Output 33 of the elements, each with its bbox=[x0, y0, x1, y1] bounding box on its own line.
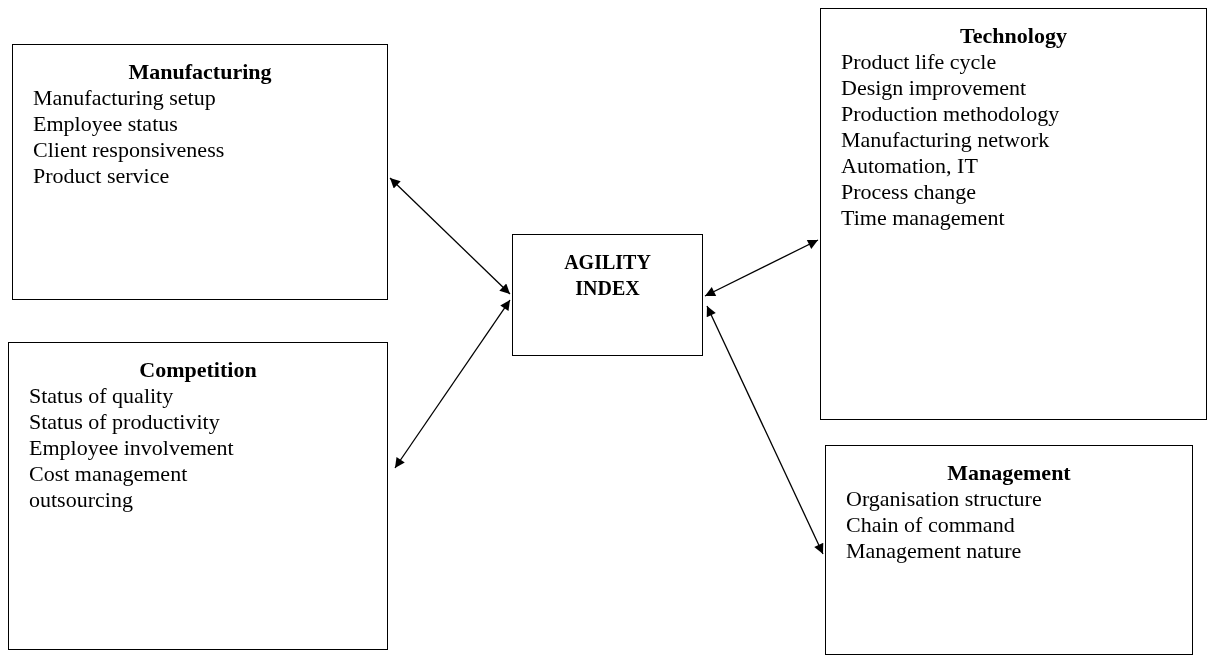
list-item: Design improvement bbox=[841, 75, 1027, 101]
list-item: Client responsiveness bbox=[33, 137, 225, 163]
list-item: Time management bbox=[841, 205, 1005, 231]
list-item: Process change bbox=[841, 179, 976, 205]
box-heading: Management bbox=[947, 460, 1071, 486]
box-title: AGILITY INDEX bbox=[563, 250, 652, 301]
double-arrow bbox=[389, 177, 511, 295]
index-box bbox=[512, 234, 703, 356]
list-item: Organisation structure bbox=[846, 486, 1042, 512]
category-box bbox=[12, 44, 388, 300]
list-item: Automation, IT bbox=[841, 153, 978, 179]
category-box bbox=[8, 342, 388, 650]
list-item: Product life cycle bbox=[841, 49, 997, 75]
list-item: Status of quality bbox=[29, 383, 174, 409]
list-item: Product service bbox=[33, 163, 170, 189]
list-item: Management nature bbox=[846, 538, 1022, 564]
list-item: Cost management bbox=[29, 461, 188, 487]
box-heading: Manufacturing bbox=[128, 59, 272, 85]
double-arrow bbox=[394, 299, 511, 469]
box-heading: Competition bbox=[139, 357, 257, 383]
box-heading: Technology bbox=[960, 23, 1067, 49]
list-item: Production methodology bbox=[841, 101, 1060, 127]
list-item: Chain of command bbox=[846, 512, 1015, 538]
double-arrow bbox=[704, 239, 819, 297]
list-item: Manufacturing network bbox=[841, 127, 1050, 153]
double-arrow bbox=[706, 305, 824, 555]
list-item: Manufacturing setup bbox=[33, 85, 216, 111]
list-item: outsourcing bbox=[29, 487, 133, 513]
category-box bbox=[820, 8, 1207, 420]
list-item: Employee status bbox=[33, 111, 178, 137]
list-item: Status of productivity bbox=[29, 409, 220, 435]
category-box bbox=[825, 445, 1193, 655]
list-item: Employee involvement bbox=[29, 435, 234, 461]
